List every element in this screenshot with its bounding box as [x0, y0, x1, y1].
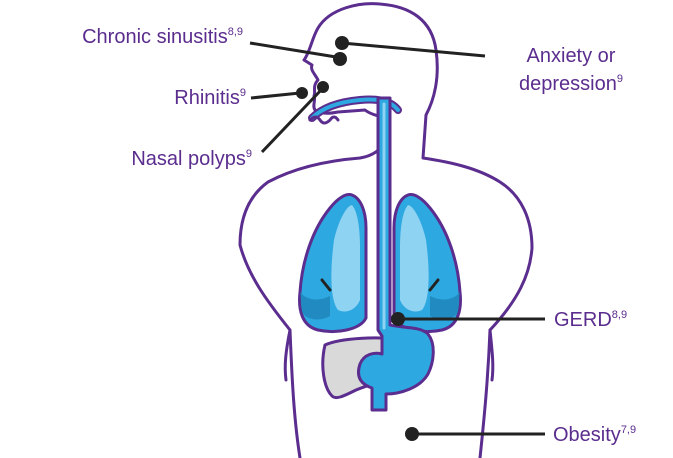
obesity-label: Obesity7,9	[553, 424, 636, 446]
anxiety-label-line2: depression9	[519, 73, 623, 95]
nasal-polyps-label: Nasal polyps9	[131, 148, 252, 170]
sinusitis-leader	[250, 43, 336, 57]
anxiety-label-line1: Anxiety or	[527, 45, 616, 67]
rhinitis-label: Rhinitis9	[174, 87, 246, 109]
sinusitis-marker	[333, 52, 347, 66]
sinusitis-label: Chronic sinusitis8,9	[82, 26, 243, 48]
obesity-marker	[405, 427, 419, 441]
anxiety-leader	[342, 43, 485, 56]
right-arm-contour	[490, 330, 493, 380]
gerd-label: GERD8,9	[554, 309, 627, 331]
rhinitis-leader	[251, 93, 300, 98]
anxiety-marker	[335, 36, 349, 50]
rhinitis-marker	[296, 87, 308, 99]
polyps-marker	[317, 81, 329, 93]
left-arm-contour	[285, 330, 290, 380]
gerd-marker	[391, 312, 405, 326]
